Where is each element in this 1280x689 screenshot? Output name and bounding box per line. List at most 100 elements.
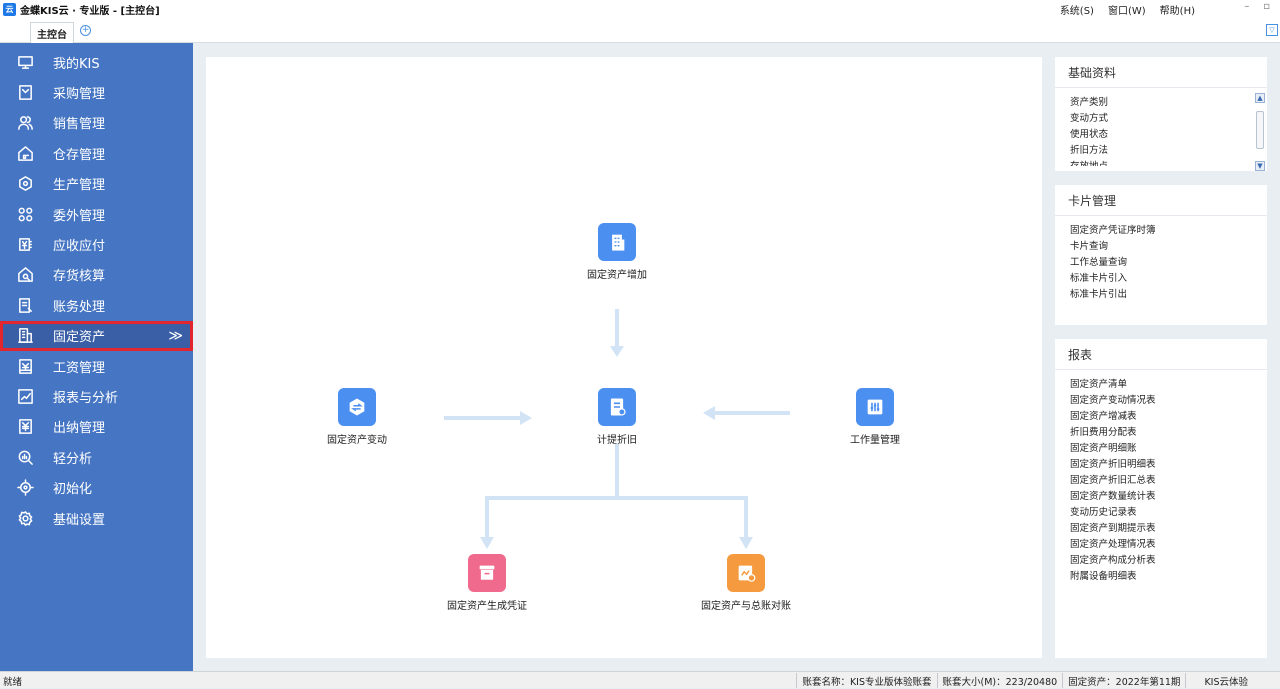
panel-link[interactable]: 附属设备明细表 xyxy=(1070,571,1137,582)
sidebar-item-6[interactable]: 应收应付 xyxy=(0,229,193,259)
sidebar-item-label: 采购管理 xyxy=(53,86,106,102)
arrowhead-down xyxy=(480,537,494,549)
panel-link[interactable]: 存放地点 xyxy=(1070,158,1267,166)
sidebar-item-7[interactable]: 存货核算 xyxy=(0,260,193,290)
panel-link[interactable]: 工作总量查询 xyxy=(1070,257,1128,268)
sidebar-item-12[interactable]: 出纳管理 xyxy=(0,412,193,442)
panel-link[interactable]: 固定资产折旧明细表 xyxy=(1070,459,1156,470)
salary-icon xyxy=(15,356,35,376)
panel-link[interactable]: 标准卡片引出 xyxy=(1070,289,1128,300)
menu-window[interactable]: 窗口(W) xyxy=(1107,6,1146,17)
sidebar-item-label: 初始化 xyxy=(53,482,93,498)
panel-link-list: 固定资产清单固定资产变动情况表固定资产增减表折旧费用分配表固定资产明细账固定资产… xyxy=(1055,370,1267,584)
panel-link[interactable]: 固定资产清单 xyxy=(1070,379,1128,390)
status-account-size: 账套大小(M)：223/20480 xyxy=(936,673,1063,688)
status-edition: KIS云体验 xyxy=(1185,673,1280,688)
flow-node-increase[interactable]: 固定资产增加 xyxy=(557,223,677,281)
sidebar-item-label: 账务处理 xyxy=(53,299,106,315)
sidebar-item-4[interactable]: 生产管理 xyxy=(0,169,193,199)
panel-scrollbar[interactable]: ▲ ▼ xyxy=(1255,93,1265,171)
users-icon xyxy=(15,113,35,133)
sidebar-item-14[interactable]: 初始化 xyxy=(0,473,193,503)
flow-node-workload[interactable]: 工作量管理 xyxy=(815,388,935,446)
flow-canvas: 固定资产增加固定资产变动 计提折旧 工作量管理固定资产生成凭证 固定资产与总账对账 xyxy=(206,57,1042,658)
panel-title: 报表 xyxy=(1055,339,1267,370)
panel-link[interactable]: 固定资产到期提示表 xyxy=(1070,523,1156,534)
flow-arrows xyxy=(444,309,790,549)
panel-link-list: 固定资产凭证序时簿卡片查询工作总量查询标准卡片引入标准卡片引出 xyxy=(1055,216,1267,302)
panel-link[interactable]: 标准卡片引入 xyxy=(1070,273,1128,284)
restore-button[interactable]: ▫ xyxy=(1263,1,1270,12)
document-gear-icon xyxy=(598,388,636,426)
minimize-button[interactable]: – xyxy=(1244,1,1250,12)
sidebar-item-1[interactable]: 采购管理 xyxy=(0,77,193,107)
sidebar-item-3[interactable]: 仓存管理 xyxy=(0,138,193,168)
flow-node-depreciation[interactable]: 计提折旧 xyxy=(557,388,677,446)
reports-panel: 报表固定资产清单固定资产变动情况表固定资产增减表折旧费用分配表固定资产明细账固定… xyxy=(1055,339,1267,658)
window-controls: – ▫ xyxy=(1244,1,1270,12)
panel-link[interactable]: 变动历史记录表 xyxy=(1070,507,1137,518)
ledger-icon xyxy=(15,295,35,315)
sidebar-item-9[interactable]: 固定资产 ≫ xyxy=(0,320,193,351)
flow-node-label: 固定资产生成凭证 xyxy=(447,601,527,612)
sidebar-item-label: 轻分析 xyxy=(53,451,93,467)
flow-node-reconcile[interactable]: 固定资产与总账对账 xyxy=(686,554,806,612)
panel-link[interactable]: 固定资产数量统计表 xyxy=(1070,491,1156,502)
panel-link[interactable]: 变动方式 xyxy=(1070,113,1109,124)
sidebar-item-8[interactable]: 账务处理 xyxy=(0,290,193,320)
init-icon xyxy=(15,478,35,498)
sidebar-item-15[interactable]: 基础设置 xyxy=(0,503,193,533)
arrowhead-down xyxy=(739,537,753,549)
sidebar-item-label: 应收应付 xyxy=(53,238,106,254)
receivable-icon xyxy=(15,234,35,254)
chart-icon xyxy=(15,386,35,406)
panel-link[interactable]: 固定资产明细账 xyxy=(1070,443,1137,454)
exchange-icon xyxy=(338,388,376,426)
sidebar-item-label: 存货核算 xyxy=(53,269,106,285)
scroll-down-icon[interactable]: ▼ xyxy=(1255,161,1265,171)
scroll-thumb[interactable] xyxy=(1256,111,1264,149)
chevron-right-icon[interactable]: ≫ xyxy=(168,327,183,344)
arrowhead-right xyxy=(520,411,532,425)
sidebar-item-0[interactable]: 我的KIS xyxy=(0,47,193,77)
sidebar-item-2[interactable]: 销售管理 xyxy=(0,108,193,138)
panel-link[interactable]: 固定资产增减表 xyxy=(1070,411,1137,422)
panel-link[interactable]: 固定资产凭证序时簿 xyxy=(1070,225,1156,236)
status-segments: 账套名称：KIS专业版体验账套 账套大小(M)：223/20480 固定资产：2… xyxy=(796,672,1280,689)
panel-link[interactable]: 固定资产构成分析表 xyxy=(1070,555,1156,566)
archive-icon xyxy=(468,554,506,592)
analysis-icon xyxy=(15,447,35,467)
tab-bar: 主控台 + ▽ xyxy=(0,18,1280,43)
scroll-up-icon[interactable]: ▲ xyxy=(1255,93,1265,103)
sidebar-item-11[interactable]: 报表与分析 xyxy=(0,381,193,411)
panel-link[interactable]: 固定资产折旧汇总表 xyxy=(1070,475,1156,486)
warehouse-icon xyxy=(15,143,35,163)
flow-node-change[interactable]: 固定资产变动 xyxy=(297,388,417,446)
sidebar-item-label: 固定资产 xyxy=(53,330,106,346)
status-bar: 就绪 账套名称：KIS专业版体验账套 账套大小(M)：223/20480 固定资… xyxy=(0,671,1280,688)
add-tab-icon[interactable]: + xyxy=(80,25,91,36)
panel-link[interactable]: 固定资产变动情况表 xyxy=(1070,395,1156,406)
sidebar-item-13[interactable]: 轻分析 xyxy=(0,442,193,472)
sidebar-item-label: 生产管理 xyxy=(53,178,106,194)
panel-link-list: 资产类别变动方式使用状态折旧方法存放地点 xyxy=(1055,88,1267,166)
panel-link[interactable]: 资产类别 xyxy=(1070,97,1109,108)
tab-dropdown-icon[interactable]: ▽ xyxy=(1266,24,1278,36)
building-icon xyxy=(598,223,636,261)
panel-link[interactable]: 使用状态 xyxy=(1070,129,1109,140)
flow-node-label: 固定资产变动 xyxy=(327,435,387,446)
sidebar-item-label: 委外管理 xyxy=(53,208,106,224)
sidebar-item-5[interactable]: 委外管理 xyxy=(0,199,193,229)
basic-data-panel: 基础资料资产类别变动方式使用状态折旧方法存放地点 ▲ ▼ xyxy=(1055,57,1267,171)
menu-system[interactable]: 系统(S) xyxy=(1059,6,1094,17)
sidebar-item-label: 工资管理 xyxy=(53,360,106,376)
flow-node-voucher[interactable]: 固定资产生成凭证 xyxy=(427,554,547,612)
tab-main-console[interactable]: 主控台 xyxy=(30,22,74,43)
panel-link[interactable]: 折旧方法 xyxy=(1070,145,1109,156)
panel-link[interactable]: 折旧费用分配表 xyxy=(1070,427,1137,438)
sidebar-item-10[interactable]: 工资管理 xyxy=(0,351,193,381)
app-logo-icon: 云 xyxy=(3,2,16,16)
menu-help[interactable]: 帮助(H) xyxy=(1159,6,1195,17)
panel-link[interactable]: 卡片查询 xyxy=(1070,241,1109,252)
panel-link[interactable]: 固定资产处理情况表 xyxy=(1070,539,1156,550)
